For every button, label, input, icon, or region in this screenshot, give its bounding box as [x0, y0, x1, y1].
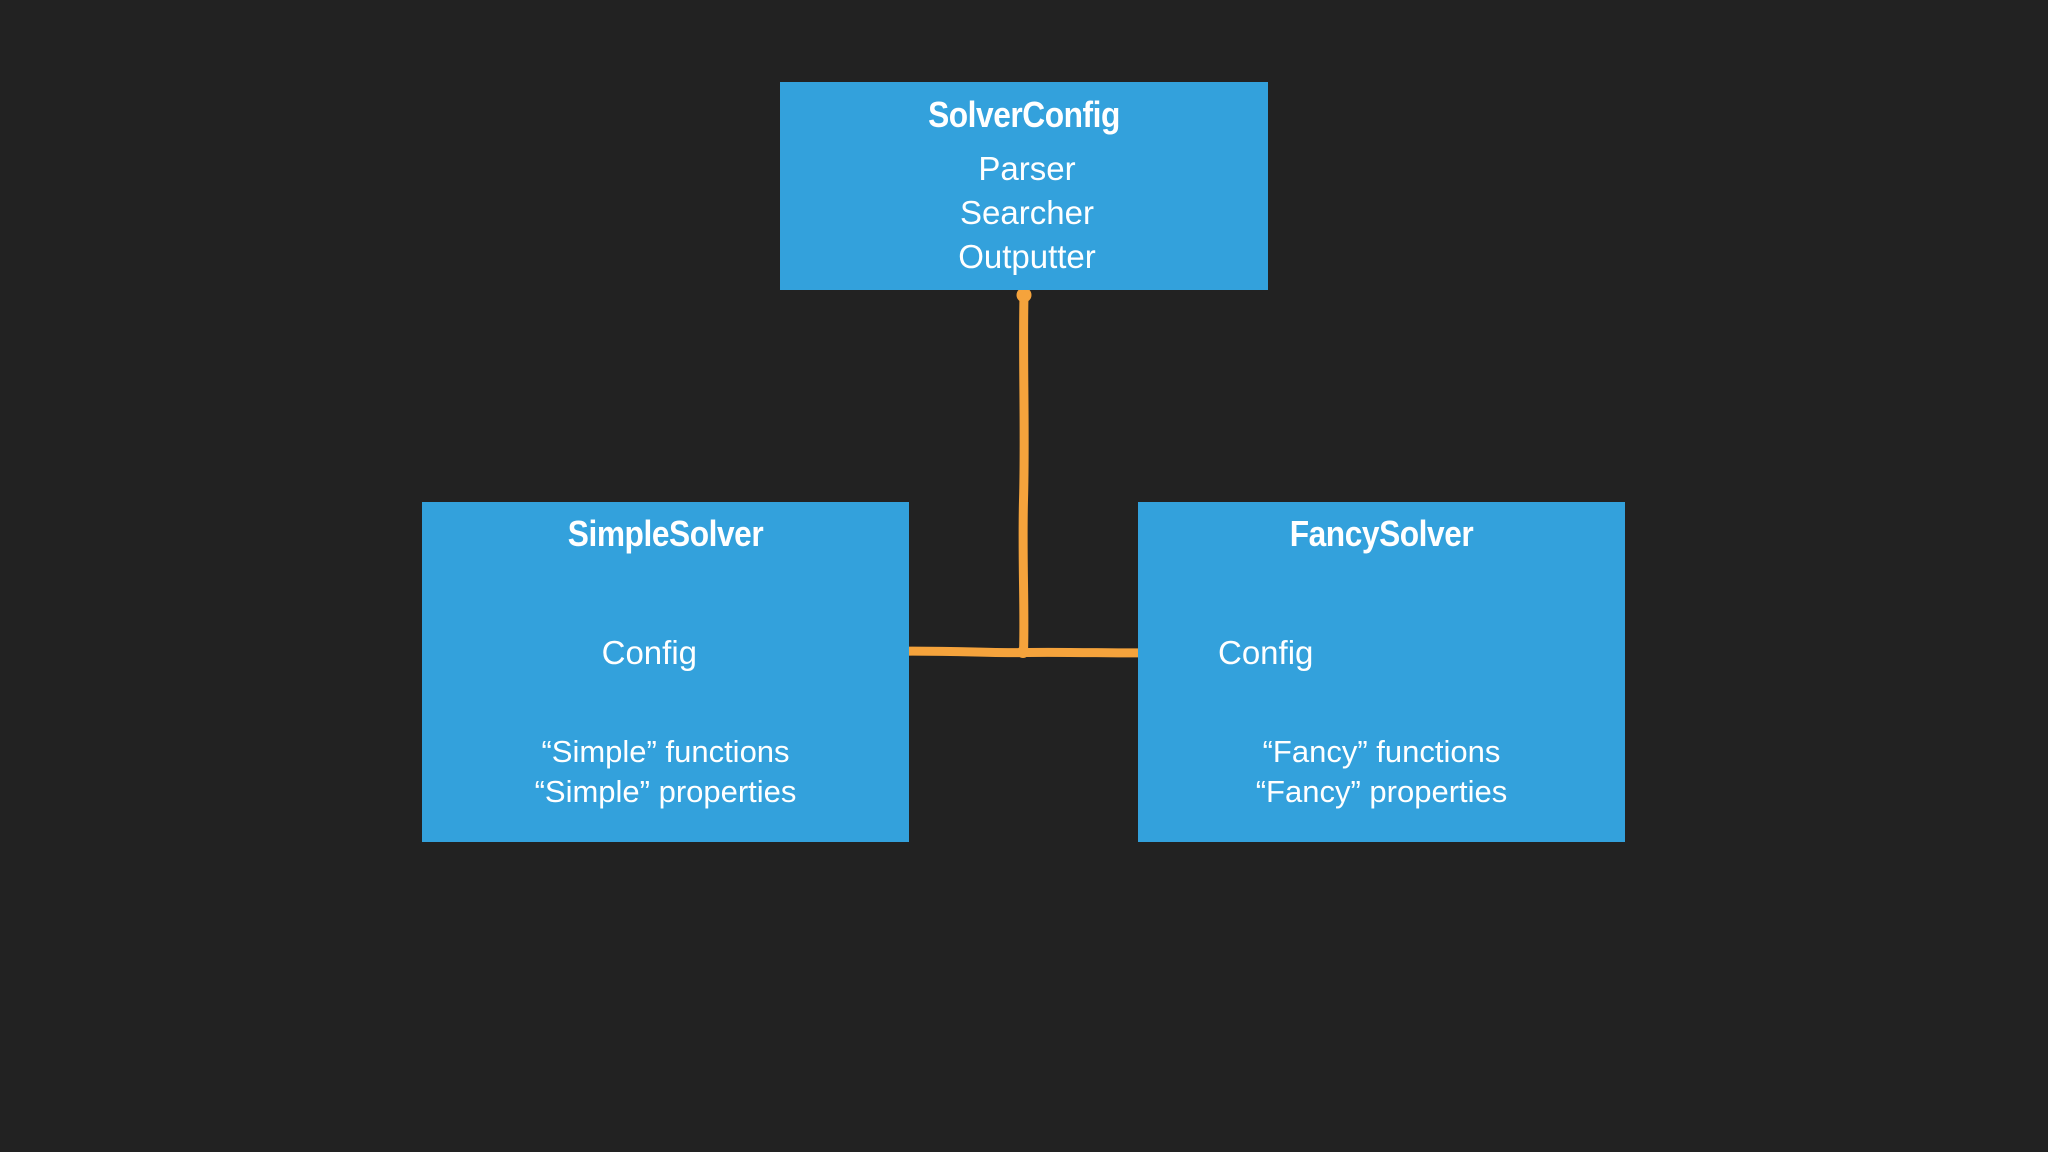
- node-fancy-solver-title: FancySolver: [1289, 513, 1474, 554]
- simple-solver-trait-list: “Simple” functions “Simple” properties: [422, 732, 909, 812]
- simple-solver-config-row: Config: [422, 630, 909, 676]
- connector-junction: [1017, 646, 1029, 658]
- solver-config-field-list: Parser Searcher Outputter: [780, 147, 1268, 279]
- fancy-solver-trait-functions: “Fancy” functions: [1262, 734, 1501, 769]
- solver-config-field-outputter: Outputter: [958, 238, 1096, 275]
- connector-vertical-line: [1018, 291, 1029, 657]
- fancy-solver-config-label: Config: [1218, 634, 1314, 671]
- solver-config-field-searcher: Searcher: [960, 194, 1094, 231]
- fancy-solver-trait-properties: “Fancy” properties: [1255, 774, 1508, 809]
- node-simple-solver-title: SimpleSolver: [567, 513, 764, 554]
- fancy-solver-config-row: Config: [1138, 630, 1625, 676]
- solver-config-field-parser: Parser: [978, 150, 1076, 187]
- node-solver-config-title: SolverConfig: [928, 94, 1120, 135]
- simple-solver-trait-functions: “Simple” functions: [541, 734, 790, 769]
- node-fancy-solver[interactable]: FancySolver Config “Fancy” functions “Fa…: [1138, 502, 1625, 842]
- fancy-solver-trait-list: “Fancy” functions “Fancy” properties: [1138, 732, 1625, 812]
- node-simple-solver[interactable]: SimpleSolver Config “Simple” functions “…: [422, 502, 909, 842]
- node-solver-config[interactable]: SolverConfig Parser Searcher Outputter: [780, 82, 1268, 290]
- simple-solver-config-label: Config: [601, 634, 697, 671]
- simple-solver-trait-properties: “Simple” properties: [534, 774, 797, 809]
